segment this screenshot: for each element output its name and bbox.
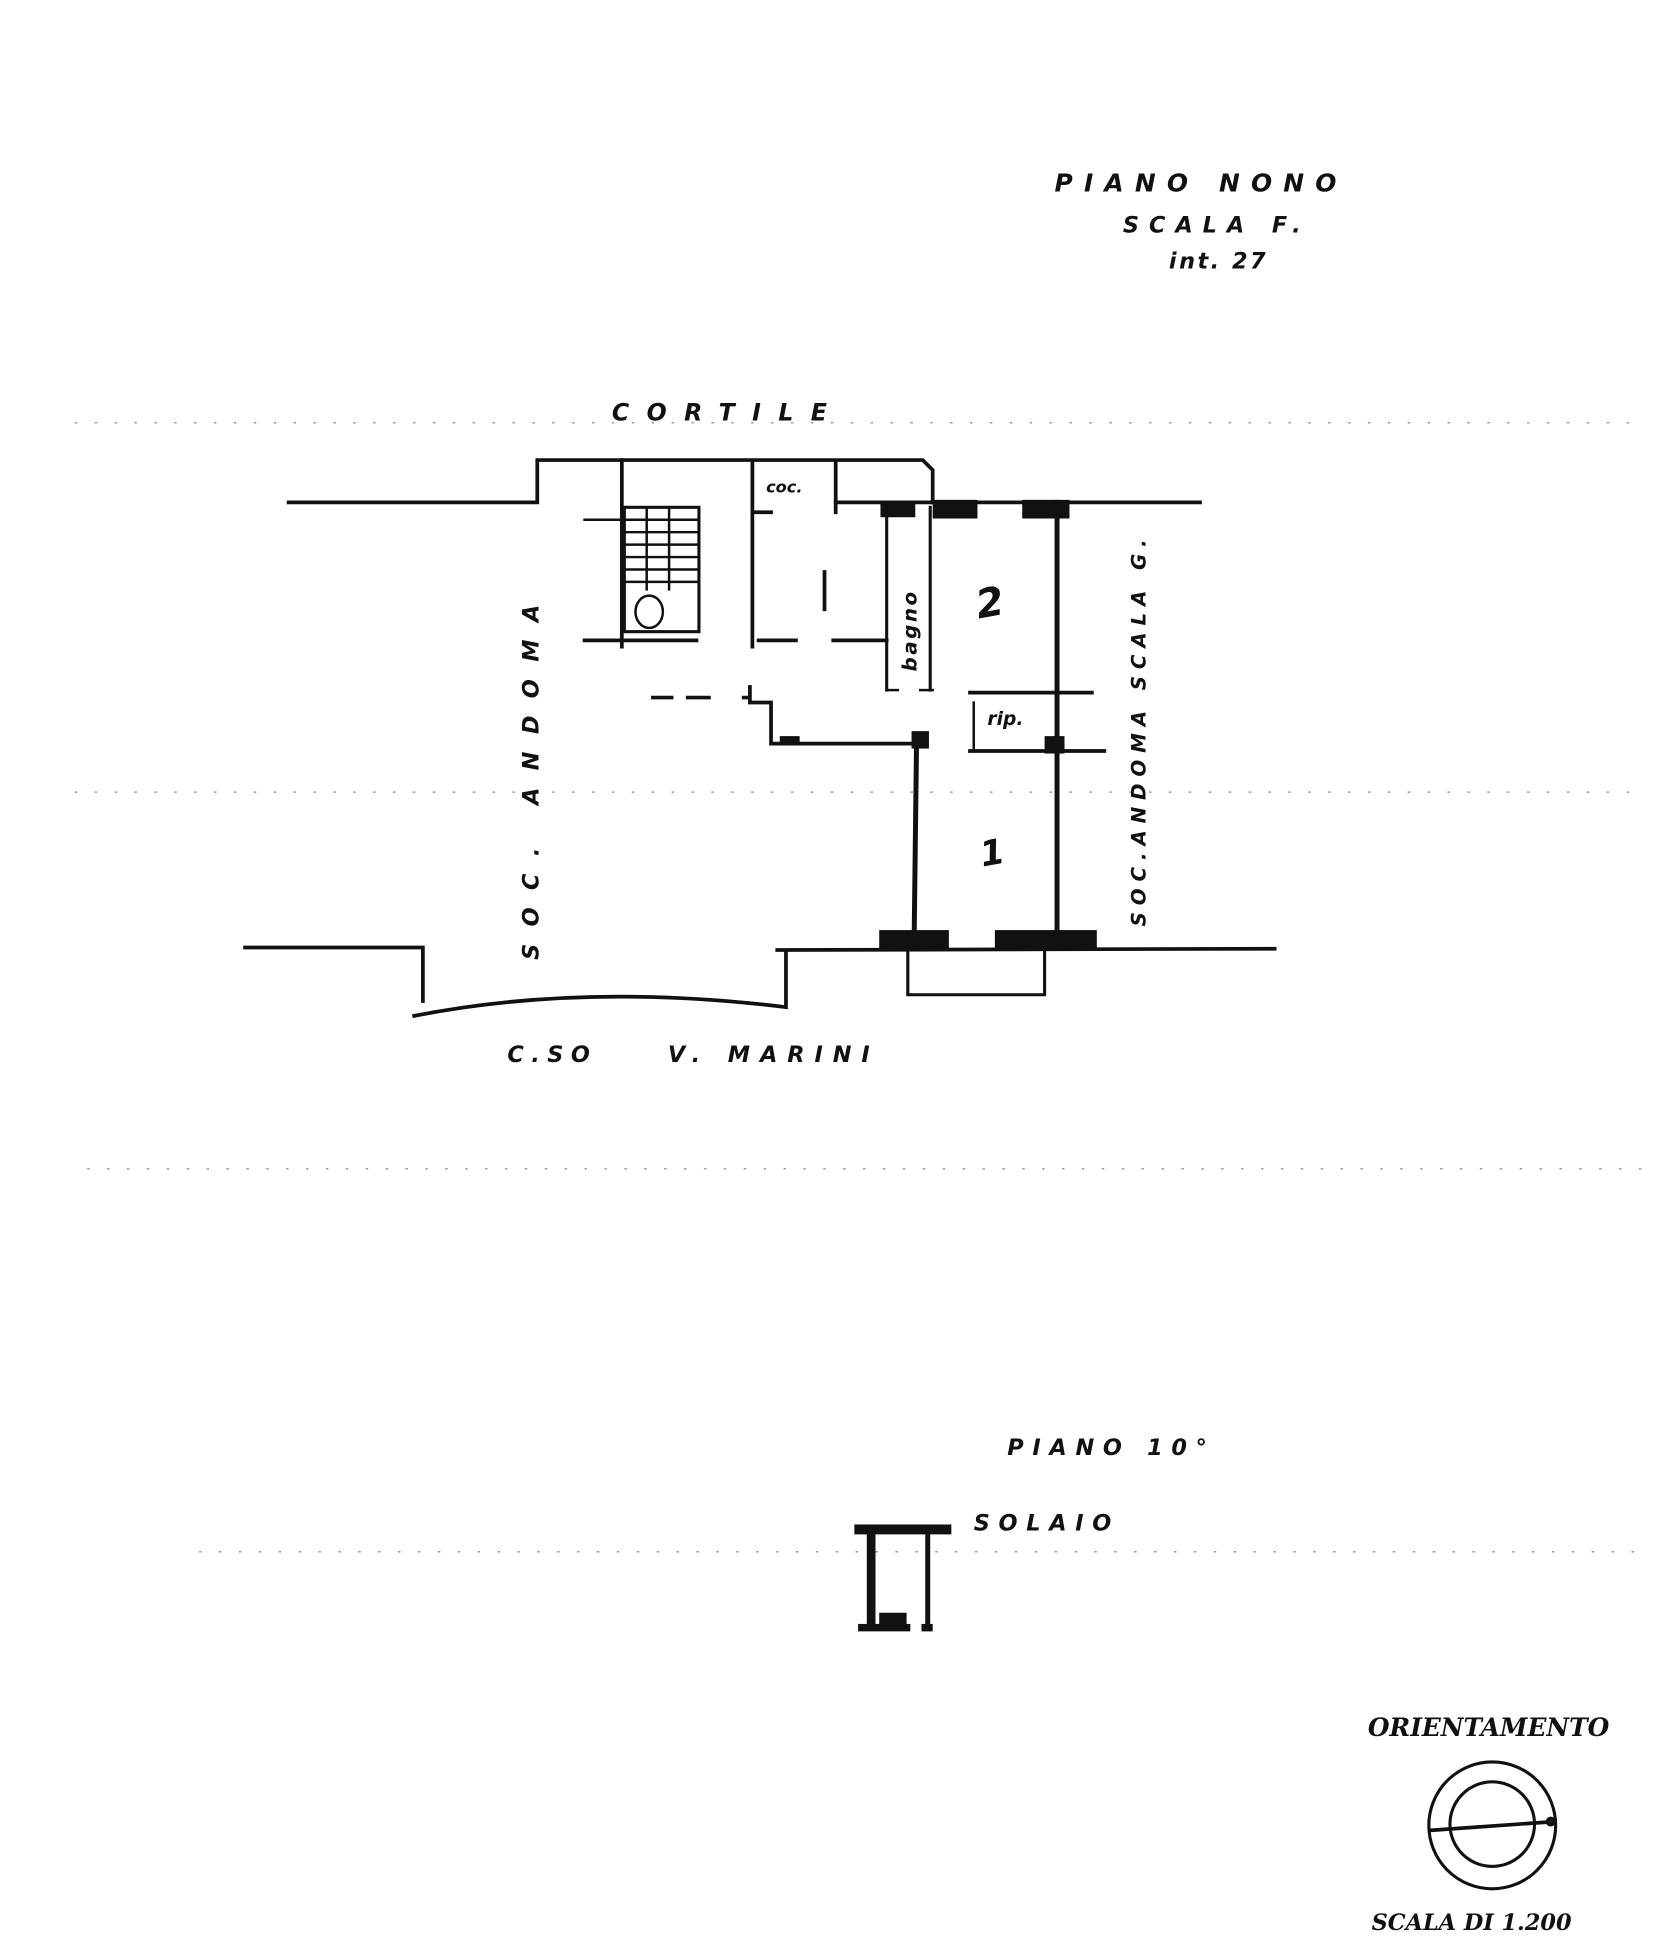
storage-label: rip. — [987, 709, 1023, 730]
apartment-plan — [243, 458, 1277, 1019]
kitchen-label: coc. — [766, 477, 802, 496]
orientation-title: ORIENTAMENTO — [1368, 1713, 1610, 1742]
bathroom-label: bagno — [899, 589, 922, 671]
west-label: SOC. ANDOMA — [519, 587, 545, 960]
east-label: SOC.ANDOMA SCALA G. — [1127, 532, 1150, 926]
room-number-2: 2 — [972, 578, 1007, 628]
courtyard-label: CORTILE — [612, 398, 844, 426]
balcony — [906, 948, 1047, 997]
room-number-1: 1 — [977, 832, 1008, 876]
staircase-label: SCALA F. — [1123, 213, 1311, 239]
street-label-prefix: C.SO — [507, 1042, 597, 1068]
scale-label: SCALA DI 1.200 — [1372, 1910, 1572, 1936]
attic-floor-title: PIANO 10° — [1007, 1435, 1215, 1461]
scan-noise — [74, 422, 1642, 1553]
floor-title: PIANO NONO — [1055, 168, 1348, 197]
attic-label: SOLAIO — [974, 1511, 1120, 1537]
attic-plan — [854, 1524, 952, 1632]
unit-label: int. 27 — [1169, 249, 1268, 275]
staircase-symbol — [582, 458, 701, 649]
street-label-name: V. MARINI — [668, 1042, 880, 1068]
pillars — [779, 499, 1097, 950]
orientation-compass-icon — [1427, 1760, 1558, 1891]
